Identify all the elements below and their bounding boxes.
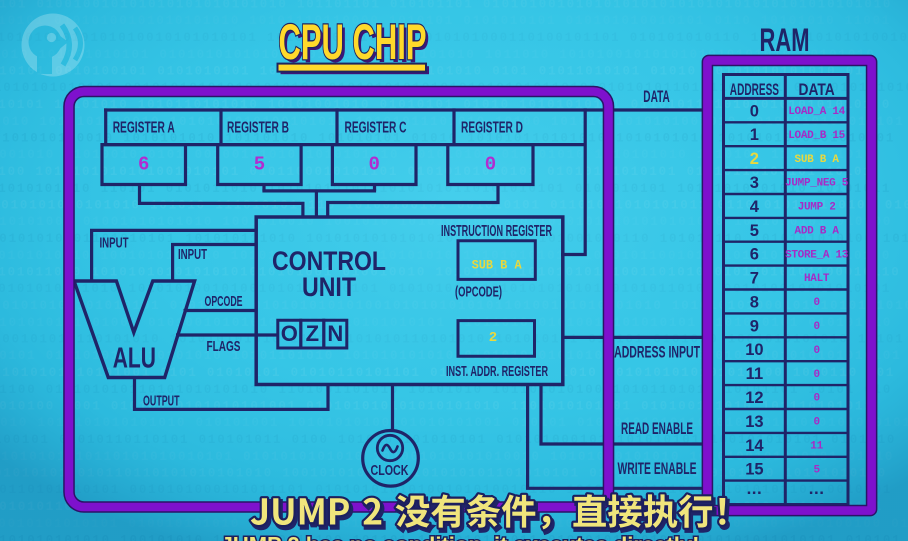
svg-text:JUMP_NEG 5: JUMP_NEG 5 [785, 178, 849, 190]
svg-text:SUB B A: SUB B A [472, 257, 522, 272]
svg-text:DATA: DATA [643, 88, 670, 106]
svg-text:6: 6 [138, 154, 149, 176]
svg-text:10: 10 [745, 341, 763, 359]
svg-text:8: 8 [750, 293, 759, 311]
svg-text:READ ENABLE: READ ENABLE [621, 419, 693, 438]
svg-text:N: N [327, 321, 343, 346]
svg-text:CLOCK: CLOCK [371, 463, 409, 479]
svg-text:OUTPUT: OUTPUT [143, 392, 180, 409]
svg-text:11: 11 [810, 440, 823, 452]
svg-text:7: 7 [750, 270, 759, 288]
svg-text:9: 9 [750, 317, 759, 335]
svg-text:STORE_A 13: STORE_A 13 [785, 249, 849, 261]
svg-text:5: 5 [813, 464, 820, 476]
svg-text:INSTRUCTION REGISTER: INSTRUCTION REGISTER [441, 223, 552, 240]
svg-text:JUMP 2 has no condition, it ex: JUMP 2 has no condition, it executes dir… [221, 533, 700, 541]
svg-text:5: 5 [254, 154, 265, 176]
svg-text:LOAD_B 15: LOAD_B 15 [788, 130, 845, 142]
svg-text:11: 11 [746, 365, 763, 383]
svg-text:0: 0 [813, 345, 819, 357]
svg-text:0: 0 [368, 154, 379, 176]
svg-text:FLAGS: FLAGS [207, 338, 241, 355]
svg-text:DATA: DATA [799, 80, 835, 99]
svg-text:0: 0 [813, 297, 819, 309]
svg-text:CONTROL: CONTROL [272, 246, 386, 276]
svg-text:0: 0 [813, 417, 819, 429]
svg-text:O: O [281, 321, 298, 346]
svg-text:ADDRESS INPUT: ADDRESS INPUT [614, 343, 700, 362]
svg-text:14: 14 [745, 437, 764, 455]
svg-text:INPUT: INPUT [178, 246, 207, 263]
svg-text:REGISTER C: REGISTER C [345, 120, 407, 137]
svg-text:0: 0 [485, 154, 496, 176]
svg-text:CPU CHIP: CPU CHIP [279, 14, 427, 70]
svg-text:5: 5 [750, 222, 759, 240]
svg-text:WRITE ENABLE: WRITE ENABLE [618, 459, 697, 478]
svg-text:4: 4 [750, 198, 760, 216]
svg-text:Z: Z [306, 321, 319, 346]
svg-text:3: 3 [750, 174, 759, 192]
svg-text:ADDRESS: ADDRESS [730, 80, 779, 99]
svg-text:INPUT: INPUT [100, 235, 129, 252]
svg-text:12: 12 [745, 389, 763, 407]
svg-text:15: 15 [745, 461, 763, 479]
svg-text:ALU: ALU [113, 342, 156, 374]
svg-text:OPCODE: OPCODE [205, 293, 243, 310]
svg-text:2: 2 [750, 150, 759, 168]
svg-text:...: ... [809, 479, 825, 498]
svg-text:JUMP 2: JUMP 2 [798, 202, 836, 214]
svg-text:13: 13 [745, 413, 763, 431]
svg-text:2: 2 [489, 330, 497, 346]
svg-text:0: 0 [750, 102, 759, 120]
svg-text:SUB B A: SUB B A [795, 154, 840, 166]
svg-text:LOAD_A 14: LOAD_A 14 [788, 106, 845, 118]
svg-text:REGISTER A: REGISTER A [113, 120, 175, 137]
svg-text:ADD B A: ADD B A [795, 225, 840, 237]
svg-text:REGISTER B: REGISTER B [227, 120, 289, 137]
svg-text:0: 0 [813, 369, 819, 381]
svg-text:REGISTER D: REGISTER D [461, 120, 523, 137]
svg-text:...: ... [747, 479, 763, 498]
svg-text:1: 1 [750, 126, 759, 144]
svg-text:HALT: HALT [804, 273, 830, 285]
svg-text:0: 0 [813, 393, 819, 405]
svg-text:RAM: RAM [760, 22, 810, 58]
svg-text:0: 0 [813, 321, 819, 333]
svg-text:6: 6 [750, 246, 759, 264]
svg-text:INST. ADDR. REGISTER: INST. ADDR. REGISTER [446, 363, 548, 380]
svg-text:(OPCODE): (OPCODE) [455, 283, 502, 300]
svg-text:UNIT: UNIT [302, 272, 356, 302]
